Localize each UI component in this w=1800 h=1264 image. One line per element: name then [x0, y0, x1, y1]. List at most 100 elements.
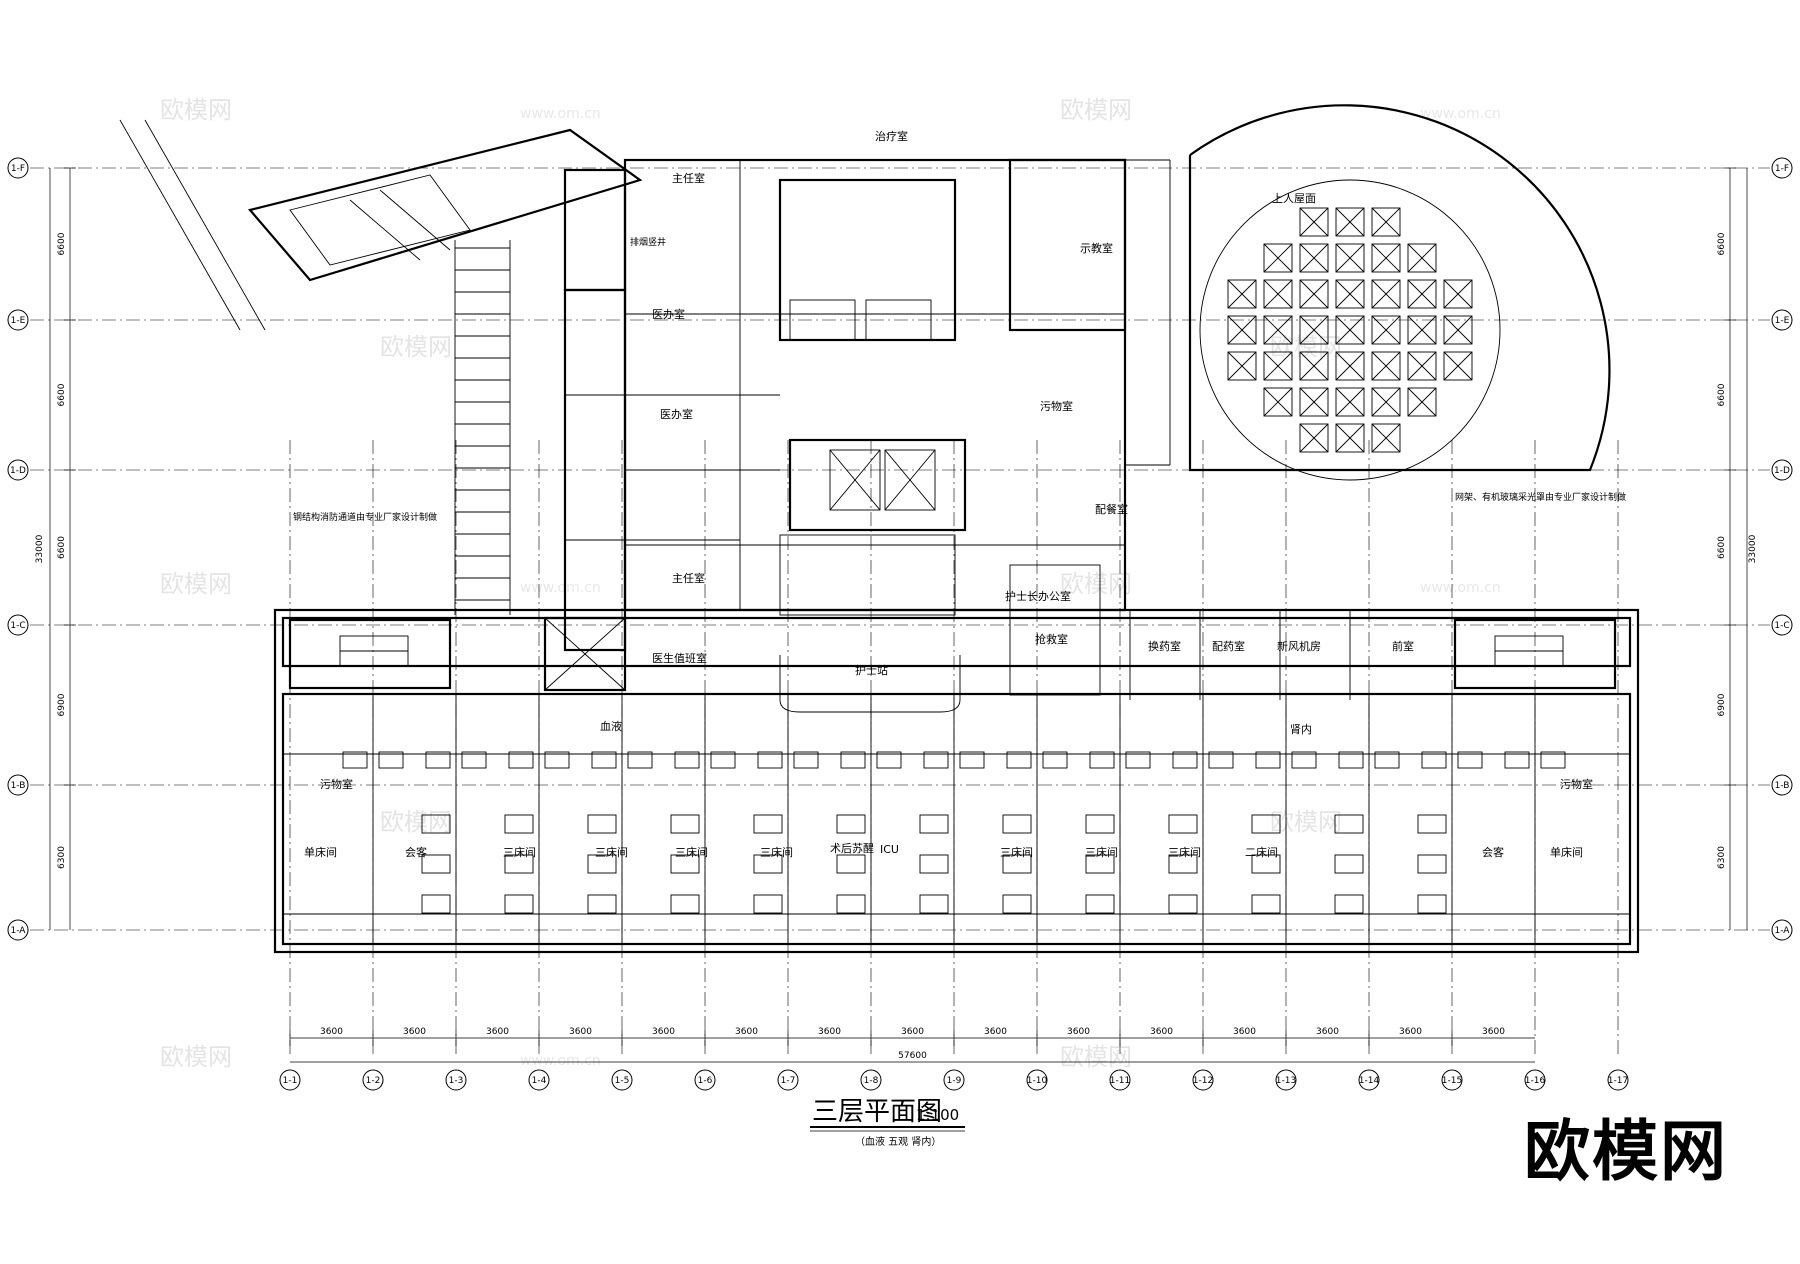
- skylight-grid: [1227, 207, 1473, 453]
- room-label-ward: 单床间: [1550, 845, 1583, 859]
- north-west-wing: [119, 119, 643, 331]
- row-axis-bubble: [1771, 157, 1793, 179]
- row-axis-label: 1-F: [11, 164, 25, 174]
- column-axis-bubble: [1275, 1069, 1297, 1091]
- ward-partitions: [342, 694, 1566, 944]
- row-axis-label: 1-D: [1774, 466, 1790, 476]
- room-label: 配药室: [1212, 639, 1245, 653]
- room-label-ward: 三床间: [1168, 845, 1201, 859]
- column-axis-bubble: [1192, 1069, 1214, 1091]
- row-dimension: 6300: [1717, 846, 1727, 869]
- room-label: 血液: [600, 719, 622, 733]
- column-axis-bubble: [860, 1069, 882, 1091]
- room-label-ward: 三床间: [760, 845, 793, 859]
- row-axis-label: 1-B: [1775, 781, 1790, 791]
- row-axis-label: 1-E: [1775, 316, 1790, 326]
- column-axis-label: 1-15: [1442, 1076, 1462, 1086]
- watermark-text: 欧模网: [1270, 808, 1342, 836]
- row-axis-bubble: [7, 309, 29, 331]
- total-dimension-h: 57600: [898, 1051, 927, 1061]
- watermark-url: www.om.cn: [520, 106, 601, 122]
- room-label-ward: 会客: [405, 845, 427, 859]
- bay-dimension: 3600: [901, 1027, 924, 1037]
- note-text: 钢结构消防通道由专业厂家设计制做: [293, 511, 437, 523]
- watermarks: 欧模网 www.om.cn 欧模网 www.om.cn 欧模网 欧模网 欧模网 …: [160, 96, 1501, 1071]
- row-axis-label: 1-D: [10, 466, 26, 476]
- room-label-ward: 会客: [1482, 845, 1504, 859]
- watermark-url: www.om.cn: [1420, 106, 1501, 122]
- central-core: [623, 158, 1351, 713]
- row-dimension: 6600: [1717, 232, 1727, 255]
- column-axis-bubble: [694, 1069, 716, 1091]
- watermark-text: 欧模网: [1270, 333, 1342, 361]
- room-label: 新风机房: [1277, 639, 1321, 653]
- room-label-ward: 三床间: [675, 845, 708, 859]
- column-axis-bubble: [279, 1069, 301, 1091]
- drawing-title: 三层平面图: [812, 1097, 942, 1127]
- row-axis-label: 1-C: [10, 621, 25, 631]
- room-label: 医办室: [652, 307, 685, 321]
- column-axis-label: 1-13: [1276, 1076, 1296, 1086]
- watermark-url: www.om.cn: [520, 1053, 601, 1069]
- room-label-ward: 术后苏醒: [830, 842, 874, 855]
- bay-dimension: 3600: [1067, 1027, 1090, 1037]
- column-axis-label: 1-11: [1110, 1076, 1130, 1086]
- ward-wing: [273, 608, 1640, 954]
- row-dimension: 6300: [57, 846, 67, 869]
- column-axis-bubble: [362, 1069, 384, 1091]
- bay-dimension: 3600: [320, 1027, 343, 1037]
- bay-dimension: 3600: [1233, 1027, 1256, 1037]
- bay-dimension: 3600: [403, 1027, 426, 1037]
- watermark-text: 欧模网: [1060, 96, 1132, 124]
- row-axis-label: 1-F: [1775, 164, 1789, 174]
- room-label: 上人屋面: [1272, 192, 1316, 205]
- bay-dimension: 3600: [486, 1027, 509, 1037]
- column-axis-label: 1-8: [864, 1076, 879, 1086]
- column-axis-label: 1-16: [1525, 1076, 1546, 1086]
- bay-dimension: 3600: [652, 1027, 675, 1037]
- column-axis-label: 1-5: [615, 1076, 630, 1086]
- column-axis-label: 1-3: [449, 1076, 464, 1086]
- bay-dimension: 3600: [569, 1027, 592, 1037]
- drawing-scale: 1:100: [916, 1106, 959, 1124]
- room-label: 肾内: [1290, 722, 1312, 736]
- watermark-url: www.om.cn: [520, 580, 601, 596]
- column-axis-label: 1-12: [1193, 1076, 1213, 1086]
- roof-terrace: [1188, 104, 1611, 481]
- watermark-text: 欧模网: [160, 570, 232, 598]
- bay-dimension: 3600: [1316, 1027, 1339, 1037]
- room-label: 医办室: [660, 407, 693, 421]
- column-axis-bubble: [1026, 1069, 1048, 1091]
- column-axis-label: 1-10: [1027, 1076, 1048, 1086]
- column-axis-bubble: [1607, 1069, 1629, 1091]
- row-axis-label: 1-C: [1774, 621, 1789, 631]
- note-text: 排烟竖井: [630, 236, 666, 248]
- drawing-subtitle: （血液 五观 肾内）: [855, 1135, 941, 1148]
- room-label: 护士长办公室: [1005, 589, 1071, 603]
- row-axis-bubble: [7, 614, 29, 636]
- row-dimension: 6600: [1717, 536, 1727, 559]
- column-axis-bubble: [611, 1069, 633, 1091]
- west-rooms: [563, 168, 740, 652]
- steel-fire-corridor: [454, 240, 511, 615]
- bay-dimension: 3600: [984, 1027, 1007, 1037]
- column-axis-bubble: [943, 1069, 965, 1091]
- column-axis-bubble: [1524, 1069, 1546, 1091]
- room-label: 示教室: [1080, 241, 1113, 255]
- column-axis-bubble: [528, 1069, 550, 1091]
- column-axis-label: 1-9: [947, 1076, 962, 1086]
- room-label: 污物室: [1560, 777, 1593, 791]
- row-axis-bubble: [1771, 459, 1793, 481]
- watermark-text: 欧模网: [1060, 1043, 1132, 1071]
- row-dimension: 6900: [57, 693, 67, 716]
- row-axis-bubble: [1771, 919, 1793, 941]
- column-axis-bubble: [1441, 1069, 1463, 1091]
- room-label-ward: 二床间: [1245, 845, 1278, 859]
- column-axis-bubble: [1358, 1069, 1380, 1091]
- dimension-lines: 3600 3600 3600 3600 3600 3600 3600 3600 3600 3600…: [35, 167, 1758, 1063]
- column-axis-label: 1-1: [283, 1076, 298, 1086]
- room-label: 污物室: [320, 777, 353, 791]
- title-block: 三层平面图 1:100 （血液 五观 肾内）: [810, 1097, 965, 1148]
- total-dimension-v: 33000: [1748, 534, 1758, 563]
